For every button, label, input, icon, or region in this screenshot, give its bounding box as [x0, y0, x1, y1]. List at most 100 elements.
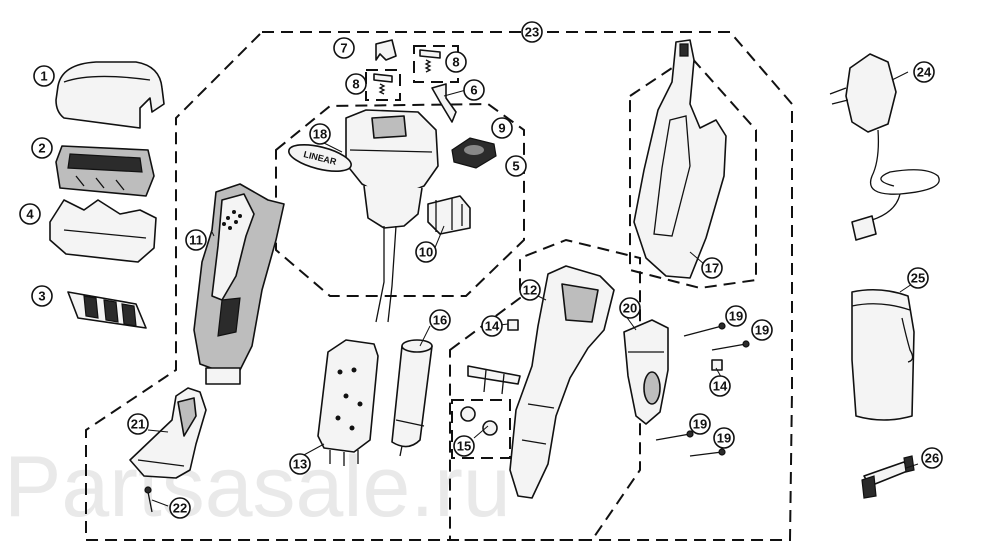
battery-part — [391, 339, 433, 457]
callout-18: 18 — [309, 123, 331, 145]
callout-10: 10 — [415, 241, 437, 263]
callout-17: 17 — [701, 257, 723, 279]
charging-stand-part — [129, 387, 207, 479]
inner-blades-part — [67, 291, 147, 329]
svg-text:26: 26 — [925, 451, 939, 466]
callout-19-d: 19 — [713, 427, 735, 449]
svg-text:8: 8 — [352, 77, 359, 92]
callout-3: 3 — [31, 285, 53, 307]
spring-8-upper-part — [419, 49, 441, 73]
rear-case-part — [509, 265, 615, 499]
svg-text:23: 23 — [525, 25, 539, 40]
svg-text:25: 25 — [911, 271, 925, 286]
side-cover-part — [633, 39, 727, 279]
lever-6-part — [431, 83, 457, 123]
callout-13: 13 — [289, 453, 311, 475]
callout-20: 20 — [619, 297, 641, 319]
head-unit-group-boundary — [275, 102, 525, 297]
bracket-10-part — [427, 195, 471, 235]
clip-7-part — [375, 39, 397, 61]
svg-text:14: 14 — [713, 379, 728, 394]
callout-8-lower: 8 — [345, 73, 367, 95]
svg-text:17: 17 — [705, 261, 719, 276]
callout-1: 1 — [33, 65, 55, 87]
svg-text:5: 5 — [512, 159, 519, 174]
body-group-boundary — [449, 238, 641, 541]
screw-19-c-part — [655, 430, 694, 441]
callout-14-lower: 14 — [709, 375, 731, 397]
travel-pouch-part — [851, 288, 915, 421]
spring-8-lower-part — [373, 73, 393, 95]
svg-text:20: 20 — [623, 301, 637, 316]
callout-9: 9 — [491, 117, 513, 139]
callout-16: 16 — [429, 309, 451, 331]
svg-text:14: 14 — [485, 319, 500, 334]
callout-19-b: 19 — [751, 319, 773, 341]
callout-5: 5 — [505, 155, 527, 177]
callout-6: 6 — [463, 79, 485, 101]
head-unit-part — [345, 109, 439, 323]
front-case-part — [193, 183, 285, 385]
callout-15: 15 — [453, 435, 475, 457]
svg-text:6: 6 — [470, 83, 477, 98]
svg-text:3: 3 — [38, 289, 45, 304]
callout-8-upper: 8 — [445, 51, 467, 73]
sub-part-group-7-8 — [413, 45, 459, 83]
ac-adaptor-part — [829, 53, 940, 241]
screw-22-part — [144, 486, 153, 513]
clip-14-lower-part — [711, 359, 723, 371]
linear-emblem-part: LINEAR — [288, 144, 352, 172]
circuit-board-part — [317, 339, 379, 466]
svg-text:2: 2 — [38, 141, 45, 156]
svg-text:19: 19 — [729, 309, 743, 324]
callout-26: 26 — [921, 447, 943, 469]
svg-text:1: 1 — [40, 69, 47, 84]
screw-19-a-part — [683, 322, 726, 337]
callout-7: 7 — [333, 37, 355, 59]
svg-text:10: 10 — [419, 245, 433, 260]
screw-19-b-part — [711, 340, 750, 351]
callout-11: 11 — [185, 229, 207, 251]
svg-text:12: 12 — [523, 283, 537, 298]
callout-4: 4 — [19, 203, 41, 225]
callout-12: 12 — [519, 279, 541, 301]
foil-holder-part — [49, 199, 157, 263]
callout-19-a: 19 — [725, 305, 747, 327]
callout-19-c: 19 — [689, 413, 711, 435]
protective-cap-part — [55, 61, 165, 129]
callout-22: 22 — [169, 497, 191, 519]
callout-2: 2 — [31, 137, 53, 159]
screw-19-d-part — [689, 448, 726, 457]
cleaning-brush-part — [861, 455, 915, 499]
svg-text:16: 16 — [433, 313, 447, 328]
svg-text:19: 19 — [693, 417, 707, 432]
svg-text:22: 22 — [173, 501, 187, 516]
svg-text:19: 19 — [717, 431, 731, 446]
rubber-cap-9-part — [451, 137, 497, 169]
watermark-text: Partsasale.ru — [4, 439, 511, 535]
svg-text:19: 19 — [755, 323, 769, 338]
callout-24: 24 — [913, 61, 935, 83]
svg-text:21: 21 — [131, 417, 145, 432]
clip-14-upper-part — [507, 319, 519, 331]
callout-21: 21 — [127, 413, 149, 435]
outer-foil-frame-part — [55, 145, 155, 197]
sub-part-group-15 — [451, 399, 511, 459]
switch-cover-part — [623, 319, 669, 425]
svg-text:18: 18 — [313, 127, 327, 142]
callout-14-upper: 14 — [481, 315, 503, 337]
svg-text:8: 8 — [452, 55, 459, 70]
svg-text:7: 7 — [340, 41, 347, 56]
svg-text:11: 11 — [189, 233, 203, 248]
bearing-15-part — [460, 365, 521, 436]
assembly-boundary-23 — [85, 31, 793, 541]
callout-23: 23 — [521, 21, 543, 43]
svg-text:13: 13 — [293, 457, 307, 472]
svg-text:24: 24 — [917, 65, 932, 80]
svg-text:9: 9 — [498, 121, 505, 136]
sub-part-group-8 — [365, 69, 401, 101]
svg-text:15: 15 — [457, 439, 471, 454]
svg-text:4: 4 — [26, 207, 34, 222]
callout-25: 25 — [907, 267, 929, 289]
